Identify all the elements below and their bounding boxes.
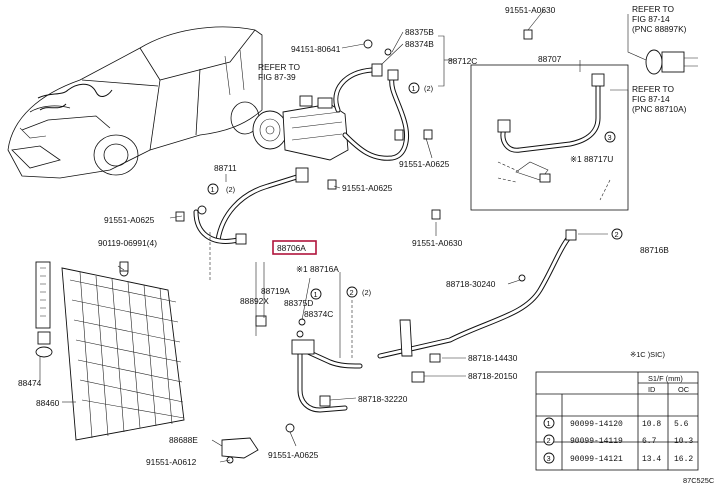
label-refer-87-14-mid-line1: REFER TO — [632, 84, 675, 94]
label-refer-87-14-mid-line3: (PNC 88710A) — [632, 104, 687, 114]
circle-mark-1-left — [207, 183, 219, 195]
circle-mark-1-top — [408, 82, 420, 94]
label-90119-06991: 90119-06991(4) — [98, 238, 157, 248]
spec-header-od: OC — [678, 385, 690, 394]
circle-mark-2-mid-text: 2 — [350, 288, 354, 297]
label-88718-30240: 88718-30240 — [446, 279, 496, 289]
spec-row2-od: 10.3 — [674, 437, 693, 446]
part-labels: 91551-A0630 88375B 88374B 94151-80641 88… — [18, 4, 715, 485]
label-88706A: 88706A — [277, 243, 306, 253]
label-88718-14430: 88718-14430 — [468, 353, 518, 363]
highlight-box-88706A — [272, 240, 317, 255]
label-91551-A0625-mid: 91551-A0625 — [342, 183, 393, 193]
label-94151-80641: 94151-80641 — [291, 44, 341, 54]
spec-row2-part: 90099-14119 — [570, 437, 623, 446]
label-refer-87-14-top-line3: (PNC 88897K) — [632, 24, 687, 34]
spec-row1-od: 5.6 — [674, 420, 689, 429]
spec-row3-mark: 3 — [547, 454, 551, 463]
label-88716B: 88716B — [640, 245, 669, 255]
circle-mark-2-top-text: (2) — [424, 84, 433, 93]
label-88718-20150: 88718-20150 — [468, 371, 518, 381]
label-88688E: 88688E — [169, 435, 198, 445]
spec-header-top: S1/F (mm) — [648, 374, 683, 383]
circle-mark-2-mid-b-text: (2) — [362, 288, 371, 297]
label-refer-87-39-line1: REFER TO — [258, 62, 301, 72]
vehicle-illustration — [7, 26, 263, 179]
spec-row3-part: 90099-14121 — [570, 455, 623, 464]
expansion-valve-box — [470, 64, 629, 211]
circle-mark-2-left-text: (2) — [226, 185, 235, 194]
label-88716A: ※1 88716A — [296, 264, 339, 274]
spec-row2-mark: 2 — [547, 436, 551, 445]
circle-mark-3-right-text: 3 — [608, 133, 612, 142]
label-refer-87-39-line2: FIG 87-39 — [258, 72, 296, 82]
spec-row2-id: 6.7 — [642, 437, 657, 446]
label-88474: 88474 — [18, 378, 42, 388]
label-88374C: 88374C — [304, 309, 333, 319]
pipe-88711 — [193, 167, 309, 245]
label-88717U: ※1 88717U — [570, 154, 613, 164]
label-91551-A0625-left: 91551-A0625 — [104, 215, 155, 225]
valve-illustration — [645, 49, 698, 75]
label-88719A: 88719A — [261, 286, 290, 296]
diagram-code: 87C525C — [683, 476, 715, 485]
label-91551-A0625-right: 91551-A0625 — [399, 159, 450, 169]
label-88711: 88711 — [214, 163, 237, 173]
label-88707: 88707 — [538, 54, 562, 64]
circle-mark-1-mid — [310, 288, 322, 300]
label-refer-87-14-top-line1: REFER TO — [632, 4, 675, 14]
circle-mark-2-mid — [346, 286, 358, 298]
spec-row3-id: 13.4 — [642, 455, 661, 464]
label-88375B: 88375B — [405, 27, 434, 37]
label-88712C: 88712C — [448, 56, 477, 66]
label-91551-A0625-bottom: 91551-A0625 — [268, 450, 319, 460]
circle-mark-1-mid-text: 1 — [314, 290, 318, 299]
label-91551-A0630-mid: 91551-A0630 — [412, 238, 463, 248]
spec-table: S1/F (mm) ID OC 1 90099-14120 10.8 5.6 2… — [535, 371, 699, 471]
spec-row1-part: 90099-14120 — [570, 420, 623, 429]
circle-mark-2-right-text: 2 — [615, 230, 619, 239]
spec-header-id: ID — [648, 385, 655, 394]
label-88892X: 88892X — [240, 296, 269, 306]
circle-mark-3-right — [604, 131, 616, 143]
spec-note: ※1C )SIC) — [630, 350, 665, 359]
circle-mark-2-right — [611, 228, 623, 240]
label-refer-87-14-mid-line2: FIG 87-14 — [632, 94, 670, 104]
compressor-illustration — [252, 95, 349, 161]
label-88375D: 88375D — [284, 298, 313, 308]
circle-mark-1-top-text: 1 — [412, 84, 416, 93]
circle-mark-1-left-text: 1 — [211, 185, 215, 194]
label-88374B: 88374B — [405, 39, 434, 49]
condenser-illustration — [35, 261, 185, 441]
circle-markers: 1 (2) 1 (2) 3 2 1 2 (2) — [207, 82, 623, 300]
leader-lines — [39, 9, 647, 463]
label-88718-32220: 88718-32220 — [358, 394, 408, 404]
spec-row3-od: 16.2 — [674, 455, 693, 464]
spec-row1-mark: 1 — [547, 419, 551, 428]
pipe-88716B — [377, 229, 577, 383]
pipe-88716A — [255, 315, 363, 413]
spec-row1-id: 10.8 — [642, 420, 661, 429]
label-91551-A0630-top: 91551-A0630 — [505, 5, 556, 15]
pipe-88712C — [333, 39, 409, 161]
label-88460: 88460 — [36, 398, 60, 408]
label-91551-A0612: 91551-A0612 — [146, 457, 197, 467]
label-refer-87-14-top-line2: FIG 87-14 — [632, 14, 670, 24]
bracket-88688E — [221, 423, 295, 464]
